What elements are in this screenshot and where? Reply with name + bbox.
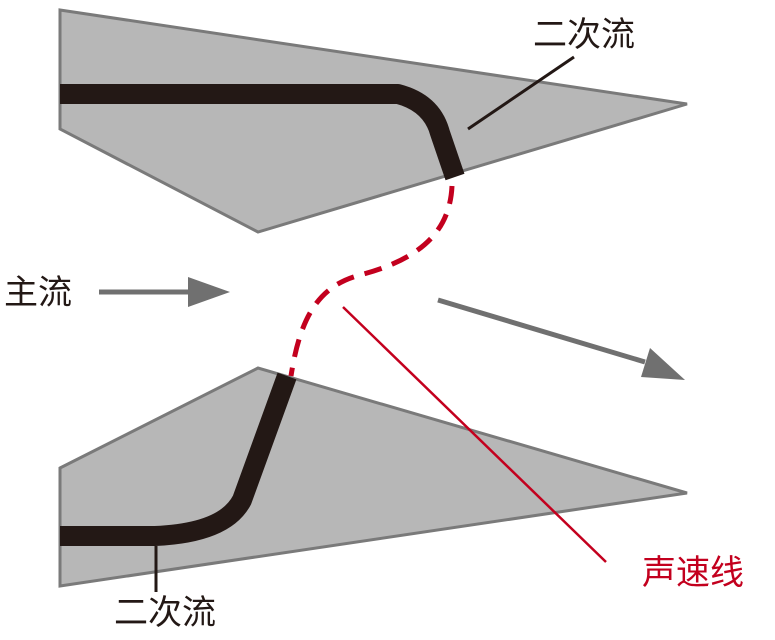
main-flow-arrow [99,277,230,307]
leader-line-sonic [342,306,607,563]
leader-line-secondary-top [467,55,575,131]
label-secondary-flow-top: 二次流 [533,15,635,55]
lower-wall [58,366,688,588]
sonic-line [288,185,455,377]
secondary-flow-line-top [60,84,465,181]
outlet-flow-arrow [437,297,685,380]
label-main-flow: 主流 [4,273,72,313]
secondary-flow-line-bottom [60,372,297,546]
label-secondary-flow-bottom: 二次流 [114,593,216,633]
label-sonic-line: 声速线 [642,553,744,593]
